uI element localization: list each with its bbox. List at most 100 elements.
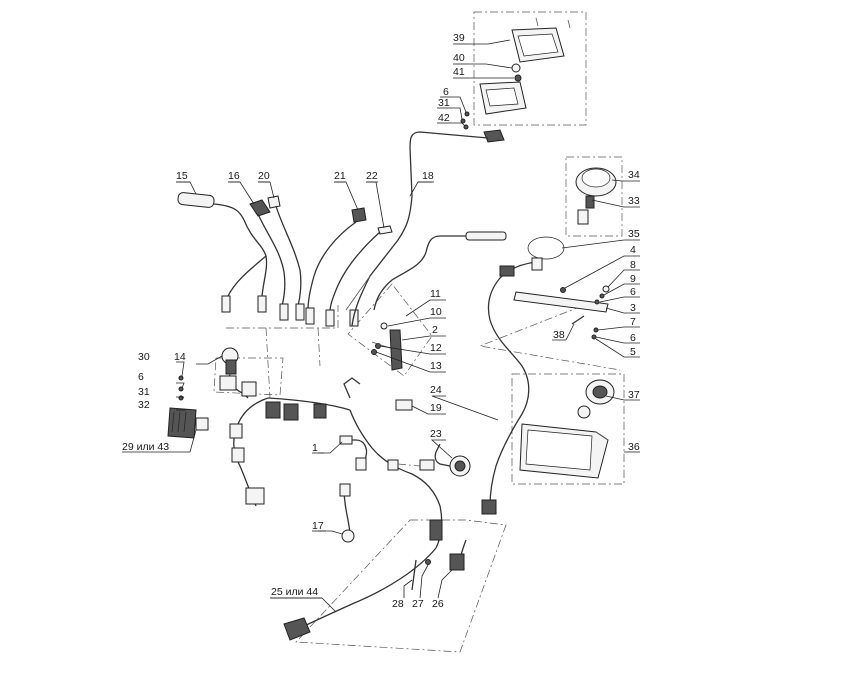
- harness-plug-bottom: [429, 519, 443, 541]
- leader-8: [607, 269, 640, 288]
- leader-3: [605, 307, 640, 314]
- headlight-bulb-37: [592, 385, 608, 399]
- plug-e: [305, 307, 315, 325]
- leader-9: [603, 283, 640, 296]
- callout-22: 22: [366, 170, 378, 182]
- callout-15: 15: [176, 170, 188, 182]
- callout-2: 2: [432, 324, 438, 336]
- harness-plug-mid: [355, 457, 367, 471]
- leader-21: [334, 181, 359, 211]
- leader-1: [318, 441, 343, 454]
- callout-6: 6: [630, 332, 636, 344]
- harness-upper: [267, 397, 351, 411]
- speedo-connector: [577, 209, 589, 225]
- wire-22: [329, 231, 381, 313]
- callout-33: 33: [628, 195, 640, 207]
- leader-22: [366, 181, 385, 229]
- tail-light-group-box: [473, 11, 587, 126]
- switch-link-dash-2: [265, 327, 271, 399]
- headlight: [519, 379, 615, 479]
- speedo-cable: [585, 195, 595, 209]
- ignition-group-box: [213, 357, 284, 396]
- wire-18: [351, 131, 489, 327]
- plug-d: [295, 303, 305, 321]
- tail-harness: [345, 131, 507, 327]
- leader-7: [597, 326, 640, 331]
- harness-plug-left-2: [231, 447, 245, 463]
- callout-41: 41: [453, 66, 465, 78]
- leader-2: [401, 335, 446, 341]
- washer-9: [599, 293, 605, 299]
- reg-fin-1: [171, 411, 175, 433]
- leader-6c: [595, 336, 640, 344]
- part-13: [371, 349, 377, 355]
- bolt-28: [411, 559, 417, 591]
- callout-34: 34: [628, 169, 640, 181]
- wire-15b: [227, 255, 267, 297]
- wire-harness-top: [373, 235, 466, 311]
- callout-6: 6: [630, 286, 636, 298]
- plug-f: [325, 309, 335, 327]
- leader-35: [561, 239, 640, 249]
- plug-b: [257, 295, 267, 313]
- leader-27: [419, 564, 429, 599]
- callout-13: 13: [430, 360, 442, 372]
- washer-7: [593, 327, 599, 333]
- nut-5: [591, 334, 597, 340]
- leader-5: [595, 338, 640, 358]
- leader-37: [605, 395, 640, 401]
- bracket-plate: [513, 291, 609, 313]
- callout-14: 14: [174, 351, 186, 363]
- sensor-26: [449, 553, 465, 571]
- leader-lines: [172, 39, 640, 613]
- callout-12: 12: [430, 342, 442, 354]
- sensor-link-dash: [397, 463, 421, 467]
- harness-plug-left: [229, 423, 243, 439]
- leader-28: [403, 579, 413, 598]
- headlight-socket: [577, 405, 591, 419]
- leader-16: [228, 181, 255, 205]
- callout-28: 28: [392, 598, 404, 610]
- leader-6b: [599, 296, 640, 303]
- callout-4: 4: [630, 244, 636, 256]
- callout-10: 10: [430, 306, 442, 318]
- harness-block-3: [313, 403, 327, 419]
- callout-17: 17: [312, 520, 324, 532]
- harness-branch-1: [340, 439, 368, 471]
- switch-22: [377, 225, 393, 235]
- screw-38: [571, 315, 585, 325]
- leader-40: [468, 63, 513, 69]
- leader-23: [430, 439, 453, 459]
- wire-21: [307, 221, 357, 311]
- connector-19: [395, 399, 413, 411]
- headlight-group-box: [511, 373, 625, 485]
- callout-3: 3: [630, 302, 636, 314]
- harness-block-2: [283, 403, 299, 421]
- reg-fin-2: [177, 411, 181, 433]
- speedometer-face: [581, 168, 611, 188]
- callout-27: 27: [412, 598, 424, 610]
- headlight-lens: [525, 429, 593, 471]
- bottom-group-box: [295, 519, 507, 653]
- grip-15: [177, 192, 215, 208]
- wire-18b: [345, 275, 371, 311]
- wire-24: [487, 261, 537, 507]
- leader-6d: [176, 382, 185, 389]
- callout-32: 32: [138, 399, 150, 411]
- leader-24: [431, 395, 499, 421]
- wire-15: [213, 203, 268, 297]
- callout-8: 8: [630, 259, 636, 271]
- connector-1: [339, 435, 353, 445]
- speedometer-group-box: [565, 156, 623, 237]
- callout-38: 38: [553, 329, 565, 341]
- nut-6-tail: [464, 111, 470, 117]
- ignition-body: [225, 359, 237, 375]
- washer-31-tail: [460, 118, 466, 124]
- callout-20: 20: [258, 170, 270, 182]
- callout-30: 30: [138, 351, 150, 363]
- part-10: [380, 322, 388, 330]
- callout-1: 1: [312, 442, 318, 454]
- tail-lens-inner: [517, 33, 559, 57]
- front-plug-top-2: [531, 257, 543, 271]
